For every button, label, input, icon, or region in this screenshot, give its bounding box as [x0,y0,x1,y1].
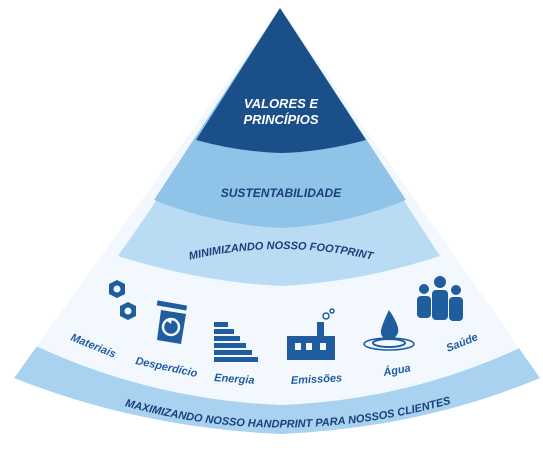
footprint-band-lower [118,210,440,286]
nuts-icon [109,280,136,320]
people-icon [417,276,463,321]
recycle-bin-icon [156,300,188,344]
top-label-line2: PRINCÍPIOS [243,112,318,127]
energy-bars-icon [214,322,258,362]
water-drop-icon [363,310,415,351]
values-principles-band [196,8,366,153]
icon-label-energia: Energia [214,372,255,387]
top-label-line1: VALORES E [244,96,318,111]
icon-label-agua: Água [381,361,411,379]
factory-icon [287,308,335,360]
icon-label-emissoes: Emissões [291,372,343,387]
sustainability-label: SUSTENTABILIDADE [221,186,342,200]
